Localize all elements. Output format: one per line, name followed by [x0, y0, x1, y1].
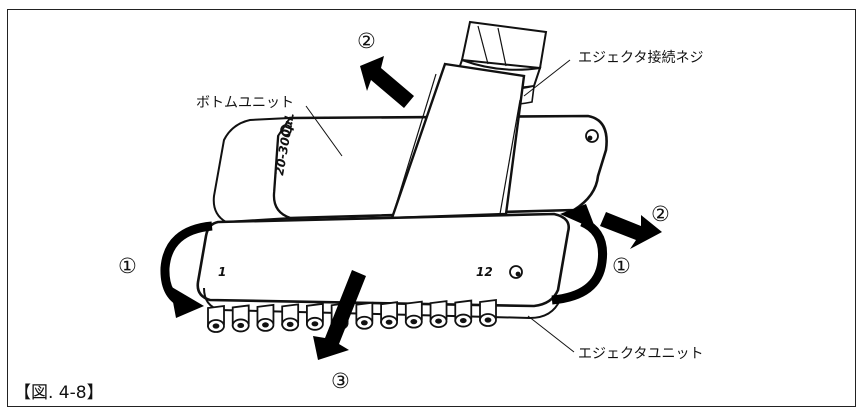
bottom-unit-body — [212, 62, 608, 224]
tip-nozzle — [479, 298, 497, 327]
channel-last-engraving: 12 — [476, 265, 493, 279]
marker-step-1-right: ① — [612, 254, 631, 278]
figure-frame — [7, 9, 856, 407]
channel-first-engraving: 1 — [218, 265, 226, 279]
tip-nozzle — [429, 300, 448, 328]
tip-nozzle — [306, 302, 324, 331]
arrow-step-1-left — [160, 221, 213, 318]
tip-nozzle — [256, 303, 275, 332]
arrow-step-1-right — [551, 204, 608, 305]
arrow-step-2-right — [600, 212, 662, 249]
label-ejector-screw: エジェクタ接続ネジ — [578, 49, 703, 66]
marker-step-2-top: ② — [357, 29, 376, 53]
tip-nozzle — [454, 299, 473, 328]
arrow-step-2-top — [360, 56, 414, 108]
marker-step-1-left: ① — [118, 254, 137, 278]
arrow-step-3 — [313, 270, 366, 360]
leader-ejector-screw — [523, 59, 571, 97]
tip-nozzle — [355, 301, 374, 330]
ejector-unit-bar — [196, 212, 570, 320]
tip-nozzle-row — [207, 298, 497, 333]
marker-step-3: ③ — [331, 369, 350, 393]
tip-nozzle — [404, 300, 423, 329]
figure-caption: 【図. 4-8】 — [14, 383, 104, 403]
label-bottom-unit: ボトムユニット — [196, 95, 294, 111]
leader-ejector-unit — [527, 315, 575, 353]
marker-step-2-right: ② — [651, 202, 670, 226]
tip-nozzle — [281, 303, 300, 332]
tip-nozzle — [231, 304, 250, 333]
leader-bottom-unit — [305, 105, 343, 157]
label-ejector-unit: エジェクタユニット — [578, 346, 703, 362]
tip-nozzle — [380, 301, 398, 330]
tip-nozzle — [207, 304, 225, 333]
